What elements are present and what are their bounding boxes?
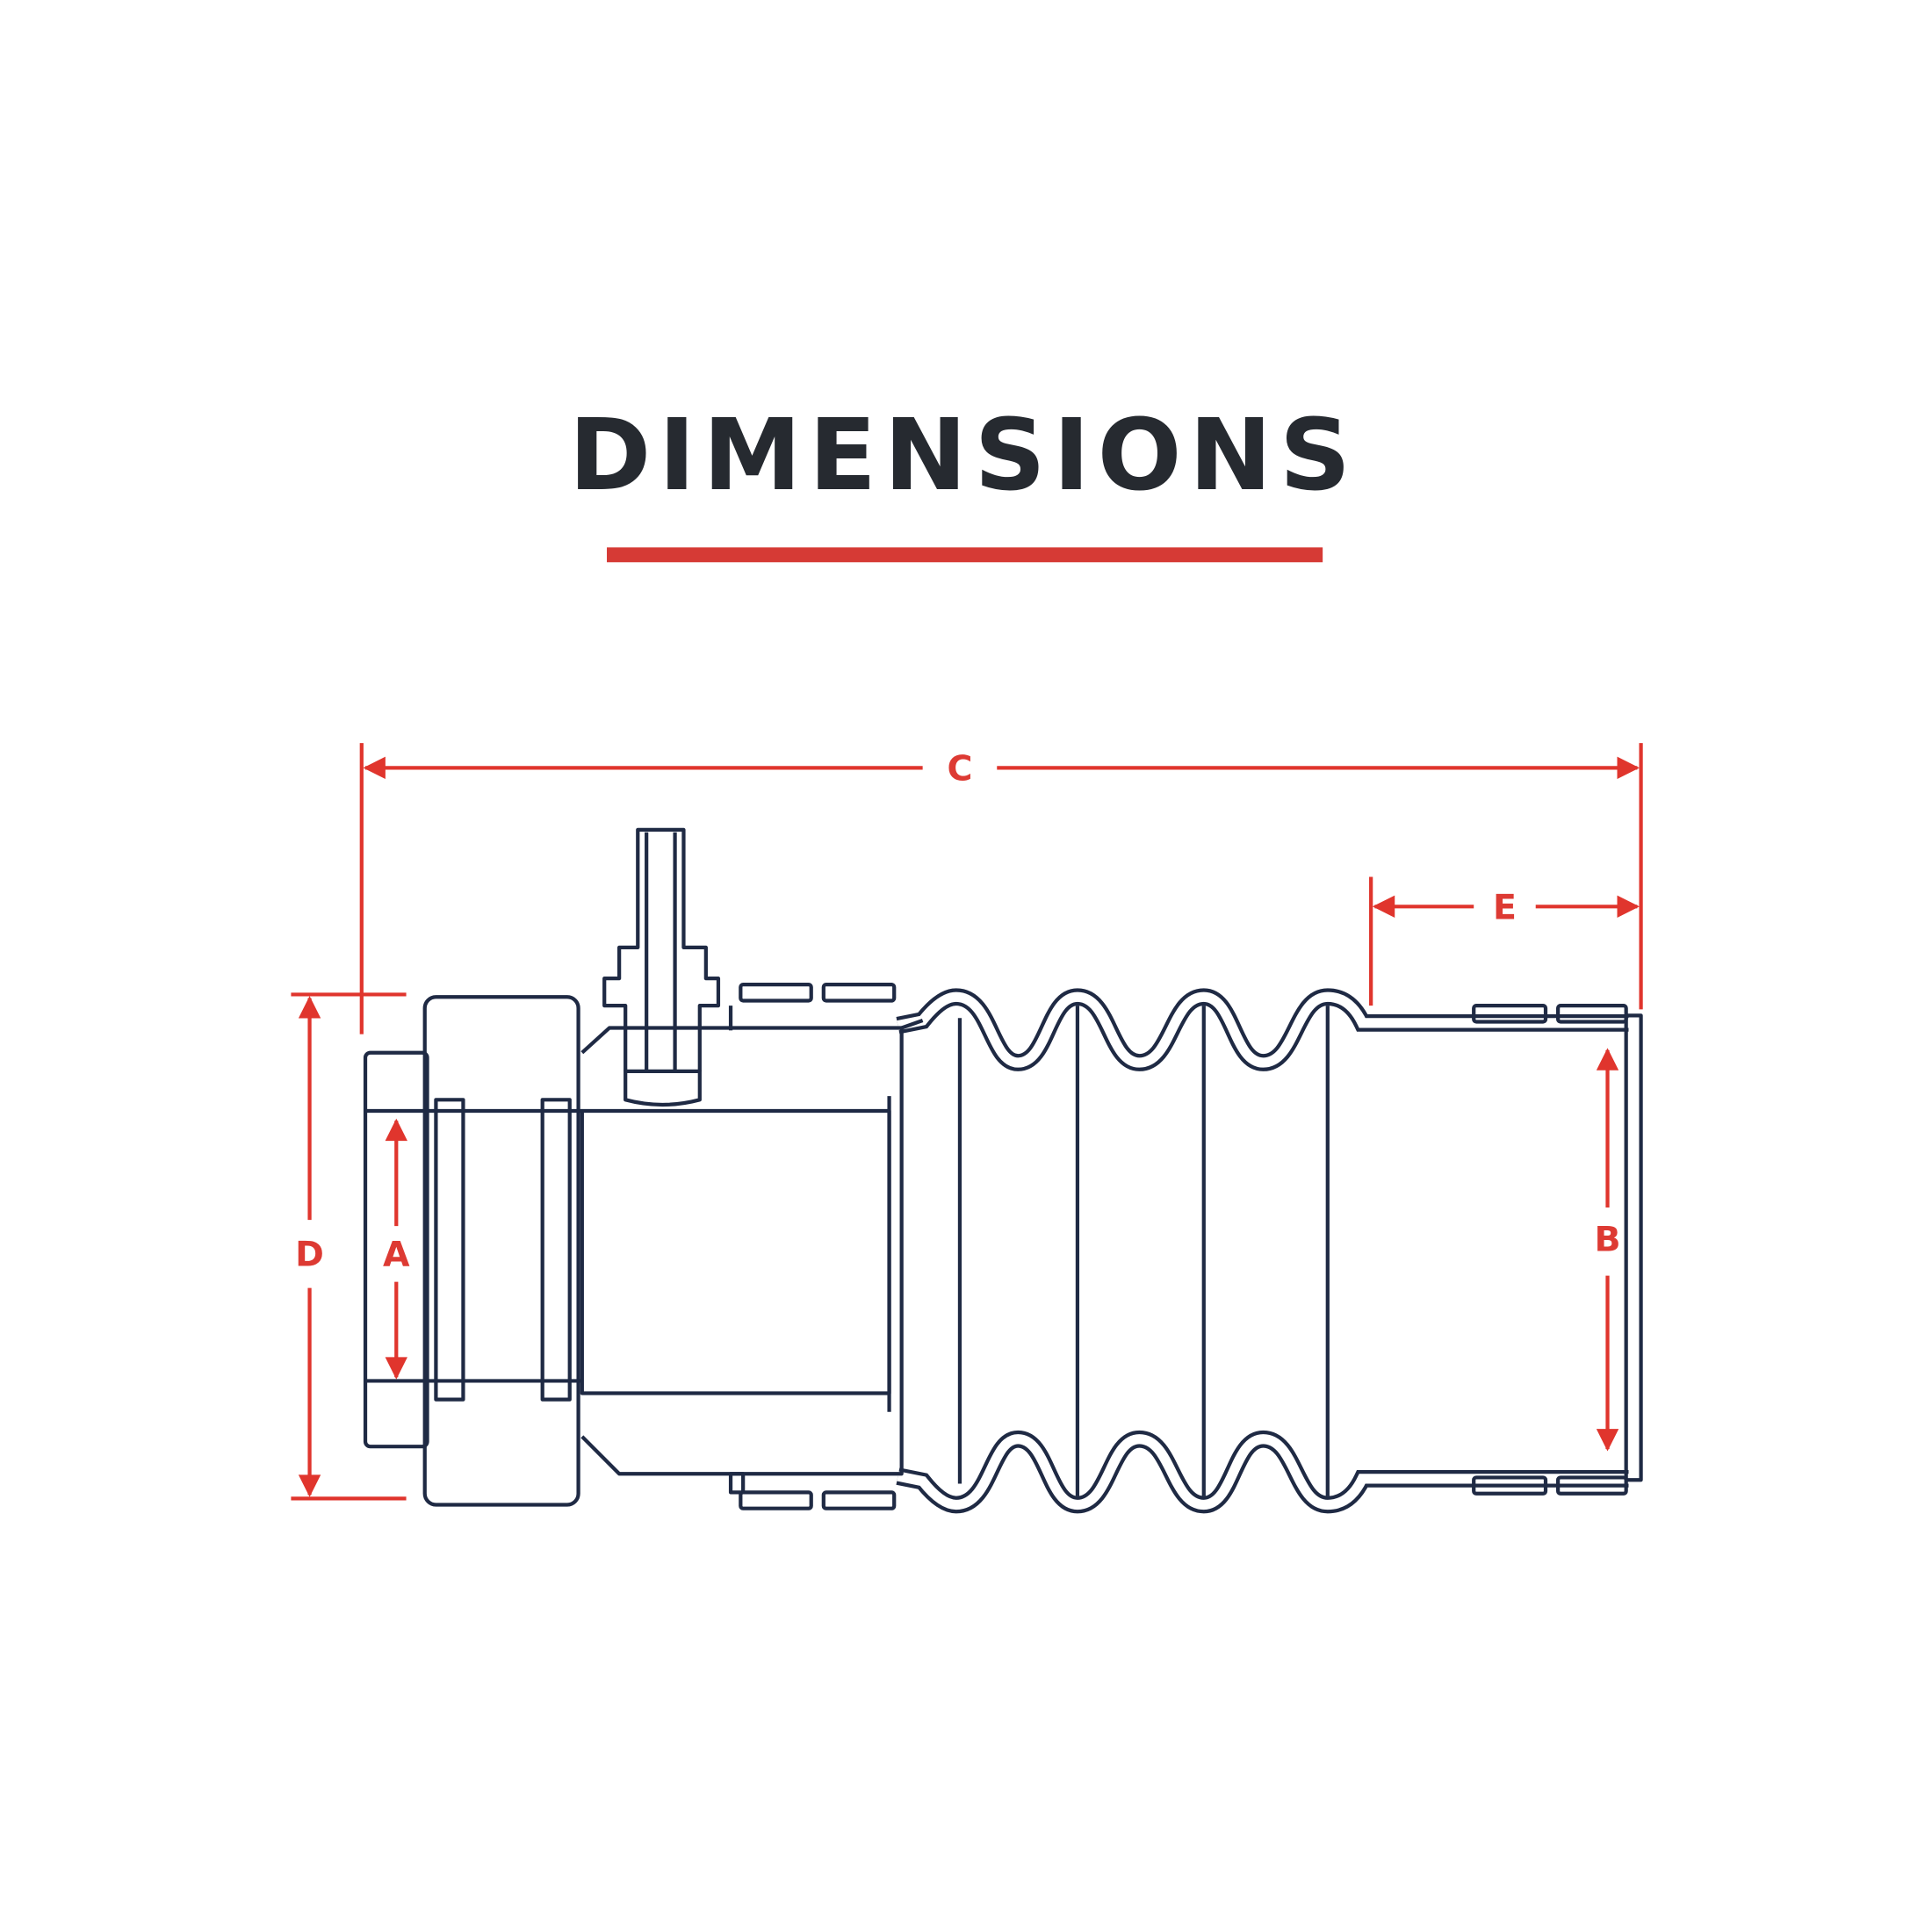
dimension-label-c: C <box>947 748 972 789</box>
coupling-drawing <box>363 827 1643 1509</box>
dimension-e: E <box>1369 876 1640 1006</box>
dimension-label-e: E <box>1493 887 1517 927</box>
title-underline <box>607 547 1323 563</box>
dimension-label-b: B <box>1594 1219 1620 1259</box>
dimension-label-a: A <box>383 1234 410 1274</box>
dimension-a: A <box>383 1118 410 1380</box>
page-title: DIMENSIONS <box>569 397 1359 513</box>
dimension-d: D <box>291 992 407 1501</box>
dimension-b: B <box>1594 1048 1621 1452</box>
dimension-c: C <box>359 743 1643 1034</box>
dimension-label-d: D <box>295 1234 324 1274</box>
